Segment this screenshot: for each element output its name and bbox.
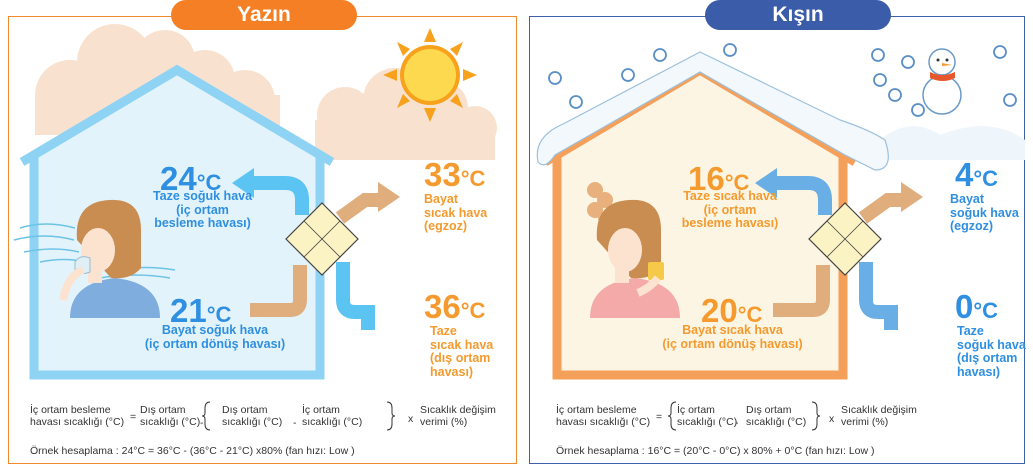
summer-airflow (232, 168, 400, 330)
summer-outside-label: Taze sıcak hava (dış ortam havası) (430, 324, 494, 379)
sun-icon (383, 28, 477, 122)
tab-winter[interactable]: Kışın (705, 0, 891, 30)
winter-outside-temp: 0°C (955, 288, 999, 325)
winter-fresh-temp: 16°C (688, 160, 750, 197)
winter-formula-lhs: İç ortam besleme havası sıcaklığı (°C) (556, 404, 651, 428)
winter-exhaust-label: Bayat soğuk hava (egzoz) (950, 192, 1019, 233)
summer-formula-t3: İç ortam sıcaklığı (°C) (302, 404, 363, 428)
summer-formula-t1: Dış ortam sıcaklığı (°C) (140, 404, 201, 428)
winter-airflow (755, 168, 923, 330)
winter-formula-eq: = (656, 411, 663, 423)
summer-formula-lhs: İç ortam besleme havası sıcaklığı (°C) (30, 404, 125, 428)
winter-formula-t2: Dış ortam sıcaklığı (°C) (746, 404, 807, 428)
winter-person (590, 199, 680, 318)
winter-example: Örnek hesaplama : 16°C = (20°C - 0°C) x … (556, 445, 875, 457)
summer-formula-eq: = (130, 411, 137, 423)
summer-formula-t2: Dış ortam sıcaklığı (°C) (222, 404, 283, 428)
winter-formula-times: x (829, 413, 835, 425)
winter-formula-efficiency: Sıcaklık değişim verimi (%) (841, 404, 917, 428)
summer-formula-efficiency: Sıcaklık değişim verimi (%) (420, 404, 496, 428)
summer-outside-temp: 36°C (424, 288, 486, 325)
summer-fresh-temp: 24°C (160, 160, 222, 197)
tab-summer[interactable]: Yazın (171, 0, 357, 30)
formula-braces (201, 401, 821, 431)
winter-fresh-label: Taze sıcak hava (iç ortam besleme havası… (681, 189, 779, 230)
summer-fresh-label: Taze soğuk hava (iç ortam besleme havası… (152, 189, 253, 230)
snowman-icon (880, 48, 1025, 160)
summer-example: Örnek hesaplama : 24°C = 36°C - (36°C - … (30, 445, 355, 457)
winter-formula-minus1: - (735, 417, 739, 429)
winter-outside-label: Taze soğuk hava (dış ortam havası) (957, 324, 1026, 379)
summer-person (59, 199, 160, 318)
winter-return-label: Bayat sıcak hava (iç ortam dönüş havası) (662, 323, 803, 351)
summer-return-temp: 21°C (170, 292, 232, 329)
summer-return-label: Bayat soğuk hava (iç ortam dönüş havası) (144, 323, 286, 351)
winter-formula-t1: İç ortam sıcaklığı (°C) (677, 404, 738, 428)
winter-exhaust-temp: 4°C (955, 156, 999, 193)
summer-formula-times: x (408, 413, 414, 425)
summer-exhaust-label: Bayat sıcak hava (egzoz) (424, 192, 488, 233)
summer-formula-minus2: - (293, 417, 297, 429)
summer-formula-minus1: - (200, 417, 204, 429)
summer-exhaust-temp: 33°C (424, 156, 486, 193)
winter-return-temp: 20°C (701, 292, 763, 329)
